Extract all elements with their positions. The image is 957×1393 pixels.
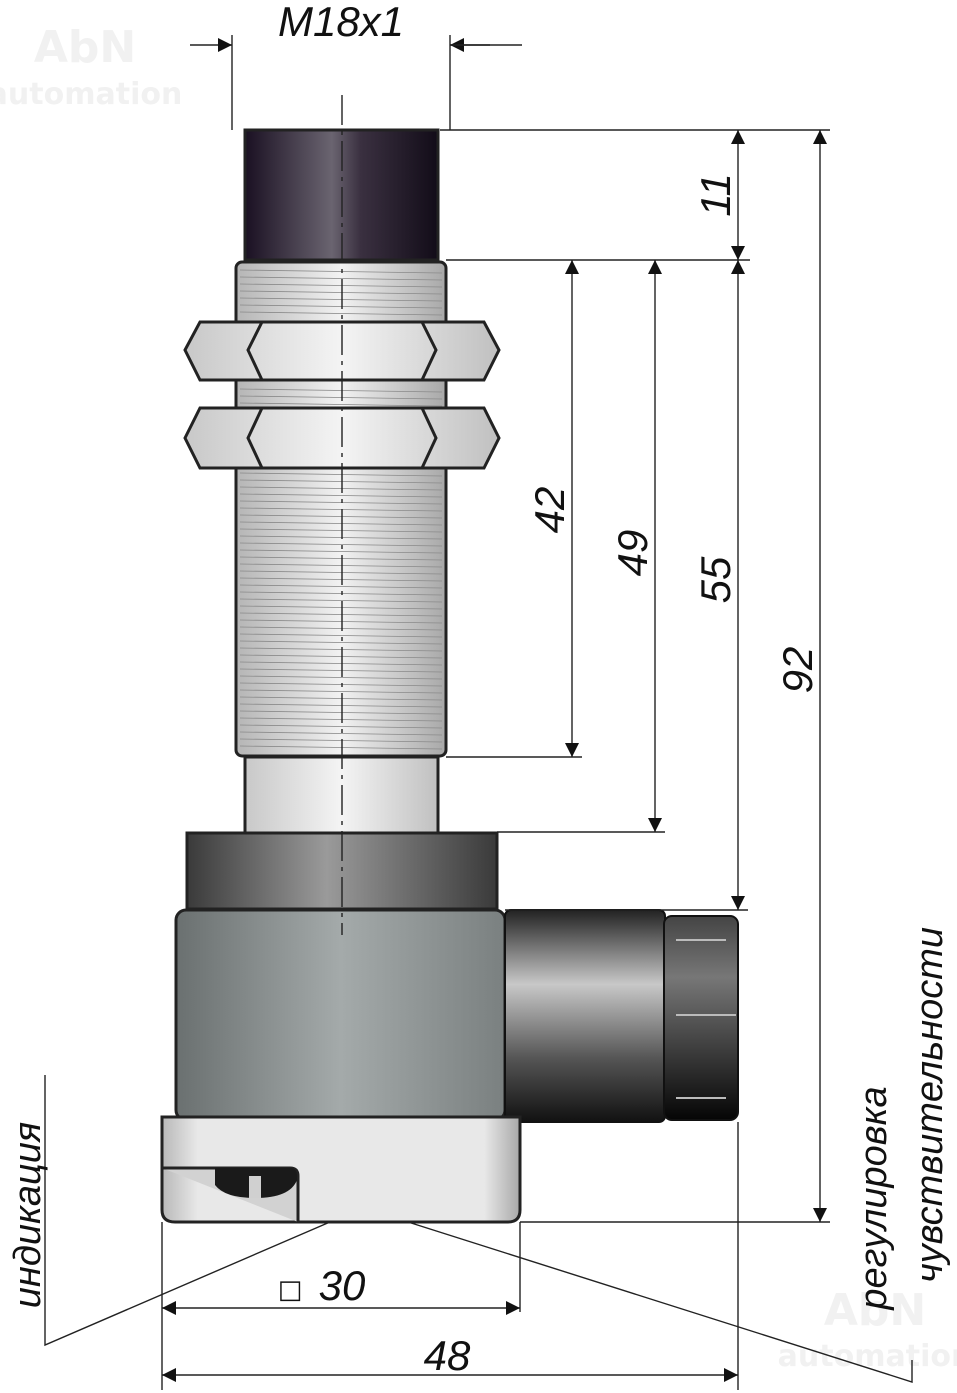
watermark-sub: automation: [0, 77, 182, 112]
thread-line: [239, 304, 443, 309]
watermark-sub: automation: [778, 1339, 957, 1374]
indicator-led: [215, 1168, 297, 1198]
thread-line: [239, 745, 443, 750]
thread-line: [239, 591, 443, 596]
thread-line: [239, 283, 443, 288]
thread-line: [239, 640, 443, 645]
thread-line: [239, 703, 443, 708]
dimension-lines: [162, 38, 827, 1382]
thread-line: [239, 395, 443, 400]
thread-line: [239, 535, 443, 540]
thread-line: [239, 388, 443, 393]
thread-line: [239, 717, 443, 722]
thread-line: [239, 724, 443, 729]
thread-line: [239, 542, 443, 547]
dim-42-label: 42: [526, 487, 573, 534]
thread-line: [239, 276, 443, 281]
thread-line: [239, 612, 443, 617]
thread-line: [239, 570, 443, 575]
indication-label: индикация: [7, 1122, 49, 1308]
thread-line: [239, 647, 443, 652]
thread-line: [239, 528, 443, 533]
thread-line: [239, 731, 443, 736]
thread-line: [239, 290, 443, 295]
watermark-brand: AbN: [34, 22, 136, 73]
dim-55-label: 55: [692, 556, 739, 603]
watermark-top-left: AbN automation: [0, 22, 182, 112]
thread-line: [239, 500, 443, 505]
dim-92-label: 92: [774, 647, 821, 694]
thread-line: [239, 472, 443, 477]
thread-line: [239, 493, 443, 498]
leader-indication: [44, 1075, 331, 1347]
dim-11-label: 11: [692, 173, 739, 217]
thread-line: [239, 668, 443, 673]
thread-line: [239, 584, 443, 589]
housing: [174, 908, 507, 1122]
sensor-body: [160, 95, 739, 1224]
sensitivity-label-line1: регулировка: [853, 1086, 895, 1310]
thread-line: [239, 598, 443, 603]
thread-lines: [239, 269, 443, 750]
cable-gland: [504, 909, 666, 1123]
thread-line: [239, 297, 443, 302]
thread-line: [239, 626, 443, 631]
thread-line: [239, 689, 443, 694]
dim-48-label: 48: [424, 1332, 471, 1379]
thread-line: [239, 682, 443, 687]
thread-line: [239, 563, 443, 568]
watermark-brand: AbN: [824, 1285, 926, 1336]
thread-line: [239, 549, 443, 554]
thread-line: [239, 675, 443, 680]
bottom-plate: [160, 1115, 522, 1224]
thread-line: [239, 710, 443, 715]
thread-line: [239, 654, 443, 659]
leader-sensitivity: [407, 1221, 913, 1383]
dim-49-label: 49: [609, 530, 656, 577]
dim-30-label: 30: [319, 1262, 366, 1309]
sensitivity-label-line2: чувствительности: [909, 927, 951, 1283]
thread-line: [239, 269, 443, 274]
thread-line: [239, 311, 443, 316]
thread-line: [239, 605, 443, 610]
thread-line: [239, 479, 443, 484]
thread-line: [239, 402, 443, 407]
dim-thread-label: M18x1: [278, 0, 404, 45]
leader-lines: [44, 1075, 913, 1383]
gland-nut: [663, 915, 739, 1121]
thread-line: [239, 633, 443, 638]
thread-line: [239, 507, 443, 512]
square-symbol: □: [278, 1275, 303, 1305]
thread-line: [239, 696, 443, 701]
thread-line: [239, 738, 443, 743]
thread-line: [239, 486, 443, 491]
thread-line: [239, 514, 443, 519]
extension-lines: [161, 35, 830, 1390]
thread-line: [239, 577, 443, 582]
watermark-bottom-right: AbN automation: [778, 1285, 957, 1374]
thread-line: [239, 619, 443, 624]
thread-line: [239, 521, 443, 526]
thread-line: [239, 556, 443, 561]
thread-line: [239, 661, 443, 666]
